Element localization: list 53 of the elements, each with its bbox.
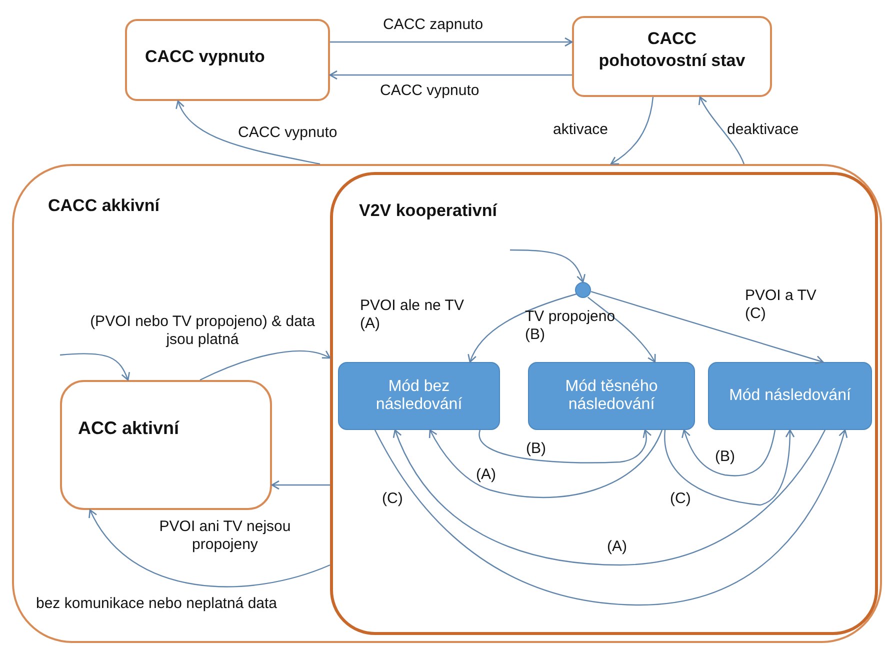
edge-label: PVOI ani TV nejsou propojeny [158,518,292,554]
edge-label: CACC vypnuto [238,124,338,142]
arrow [200,350,331,381]
arrow [664,429,795,506]
edge-label: CACC zapnuto [383,16,484,34]
edge-label: (A) [476,466,497,484]
edge-label: bez komunikace nebo neplatná data [36,595,278,613]
edge-label: (C) [382,490,404,508]
edge-label: PVOI ale ne TV (A) [360,297,465,333]
arrow [330,37,573,47]
arrow [478,429,652,464]
state-box [125,19,330,101]
state-box [60,380,272,510]
arrow [698,96,745,164]
state-title: CACC akkivní [48,196,160,216]
arrow [60,353,130,381]
arrow [590,291,824,364]
arrow [271,480,330,490]
state-title: CACC pohotovostní stav [598,28,746,72]
arrow [587,296,656,363]
edge-label: (B) [715,448,736,466]
state-title: Mód bez následování [374,378,464,414]
state-group-box [330,172,878,635]
edge-label: (A) [607,538,628,556]
arrow [610,96,654,165]
state-title: CACC vypnuto [145,47,265,67]
edge-label: (B) [526,440,547,458]
arrow [468,293,577,363]
state-title: ACC aktivní [78,418,180,439]
edge-label: aktivace [553,121,610,139]
arrow [682,429,776,476]
state-title: Mód následování [729,387,851,405]
edge-label: deaktivace [727,121,800,139]
edge-label: PVOI a TV (C) [745,287,818,323]
arrow [393,429,826,566]
state-group-box [12,164,882,643]
arrow [329,70,572,80]
arrow [89,509,330,588]
arrow [429,429,663,498]
state-title: Mód těsného následování [564,378,659,414]
junction-dot [575,282,591,298]
mode-box [338,362,500,430]
arrow [510,249,586,283]
state-title: V2V kooperativní [359,201,497,221]
edge-label: (C) [670,490,692,508]
arrow [374,429,848,606]
edge-label: TV propojeno (B) [525,308,616,344]
edge-label: CACC vypnuto [380,82,480,100]
mode-box [528,362,695,430]
edge-label: (PVOI nebo TV propojeno) & data jsou platná [89,313,316,349]
state-box [572,16,772,97]
arrow [176,100,320,165]
mode-box [708,362,872,430]
